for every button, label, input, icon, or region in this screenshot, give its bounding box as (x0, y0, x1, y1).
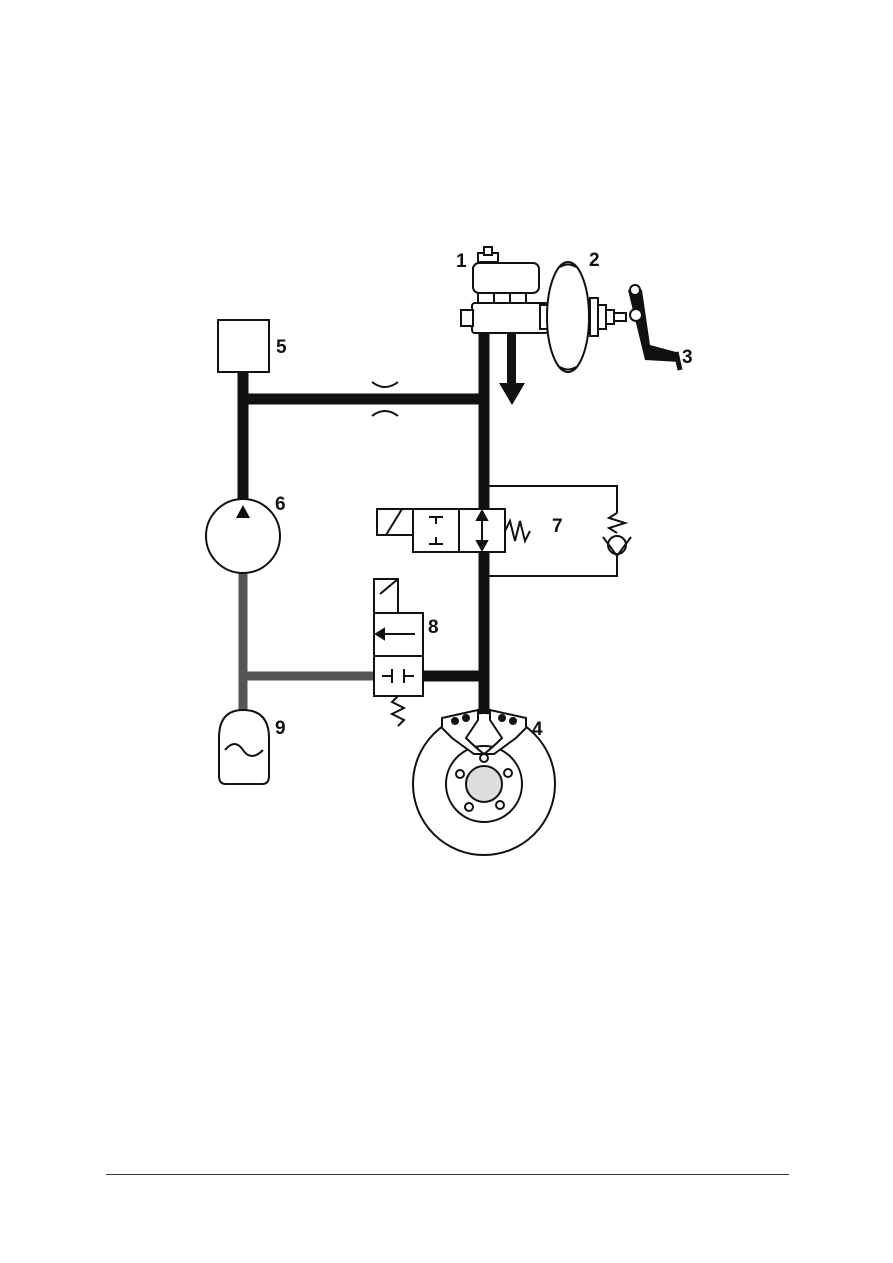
footer-rule (106, 1174, 789, 1175)
label-outlet-valve: 8 (428, 617, 439, 638)
flow-arrow (499, 333, 525, 405)
label-ecu: 5 (276, 337, 287, 358)
brake-pedal (628, 284, 683, 371)
label-wheel-brake: 4 (532, 719, 543, 740)
label-accumulator: 9 (275, 718, 286, 739)
brake-booster (539, 261, 627, 373)
check-valve-bypass (489, 485, 632, 577)
label-pump: 6 (275, 494, 286, 515)
inlet-valve (376, 508, 531, 553)
label-brake-booster: 2 (589, 250, 600, 271)
master-cylinder (460, 246, 549, 334)
pump (205, 498, 281, 574)
label-master-cylinder: 1 (456, 251, 467, 272)
throttle-symbol (371, 381, 399, 417)
label-brake-pedal: 3 (682, 347, 693, 368)
label-inlet-valve: 7 (552, 516, 563, 537)
return-line (238, 567, 373, 712)
accumulator (218, 708, 270, 785)
outlet-valve (373, 578, 424, 727)
brake-caliper (441, 708, 527, 755)
ecu-box (217, 319, 270, 373)
brake-disc (412, 712, 556, 856)
